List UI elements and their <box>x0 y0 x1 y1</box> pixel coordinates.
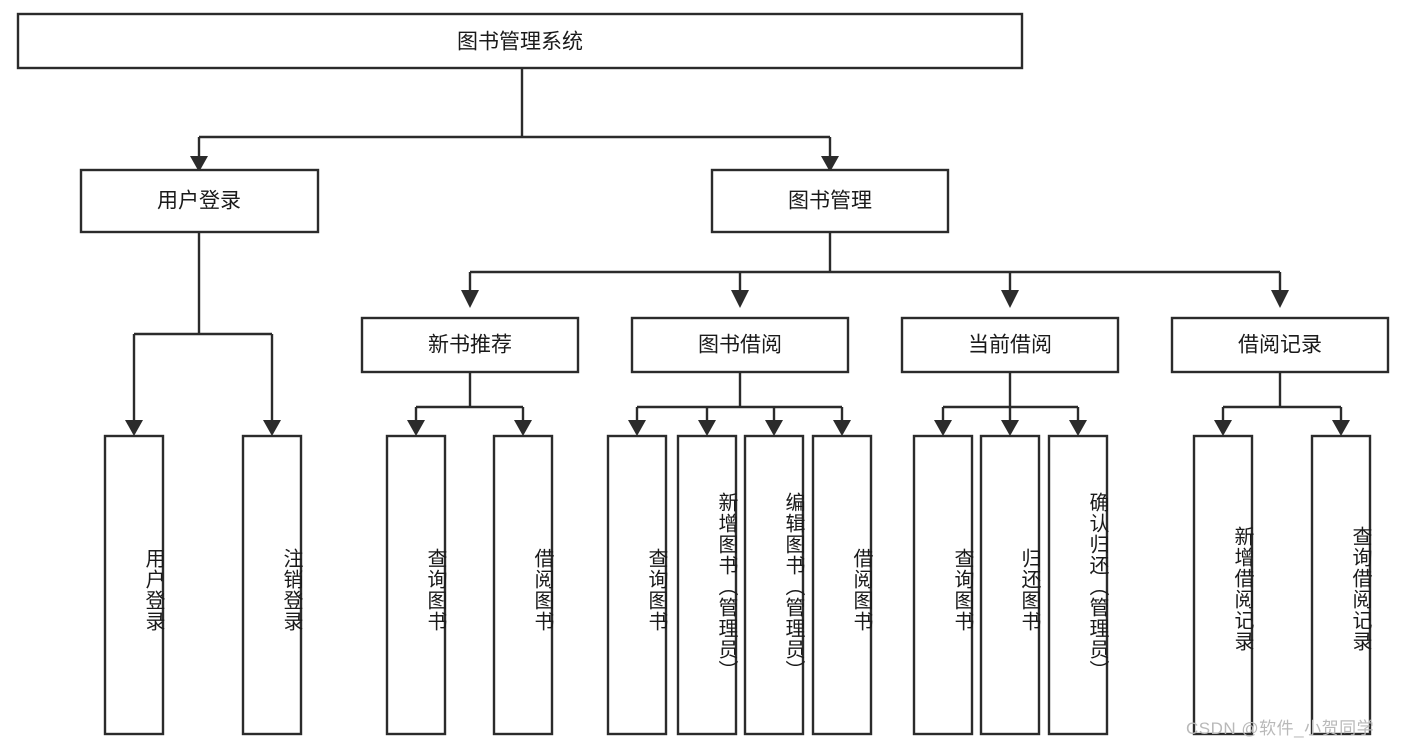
node-user-login-label: 用户登录 <box>157 190 241 213</box>
node-current-borrow-label: 当前借阅 <box>968 334 1052 357</box>
arrow-head-user-1 <box>125 420 143 436</box>
arrow-head-user-2 <box>263 420 281 436</box>
node-leaf-recommend-query-book[interactable] <box>385 434 447 736</box>
node-root[interactable] <box>16 12 1024 70</box>
node-user-login[interactable] <box>79 168 320 234</box>
node-book-management-label: 图书管理 <box>788 190 872 213</box>
node-leaf-recommend-borrow-book[interactable] <box>492 434 554 736</box>
arrow-head-record-2 <box>1332 420 1350 436</box>
node-leaf-record-add[interactable] <box>1192 434 1254 736</box>
node-root-label: 图书管理系统 <box>457 31 583 54</box>
arrow-head-current-2 <box>1001 420 1019 436</box>
watermark-text: CSDN @软件_小贺同学 <box>1186 719 1375 738</box>
node-leaf-current-confirm-return[interactable] <box>1047 434 1109 736</box>
arrow-head-borrow-4 <box>833 420 851 436</box>
connector-group <box>125 68 1350 436</box>
arrow-head-recommend-2 <box>514 420 532 436</box>
arrow-head-record-1 <box>1214 420 1232 436</box>
node-leaf-user-login[interactable] <box>103 434 165 736</box>
node-book-management[interactable] <box>710 168 950 234</box>
node-leaf-current-query-book[interactable] <box>912 434 974 736</box>
arrow-head-root-to-user <box>190 156 208 172</box>
node-new-book-recommend[interactable] <box>360 316 580 374</box>
node-current-borrow[interactable] <box>900 316 1120 374</box>
arrow-head-borrow-3 <box>765 420 783 436</box>
node-leaf-user-logout[interactable] <box>241 434 303 736</box>
arrow-head-book-3 <box>1001 290 1019 308</box>
node-leaf-borrow-add-book[interactable] <box>676 434 738 736</box>
arrow-head-borrow-1 <box>628 420 646 436</box>
node-new-book-recommend-label: 新书推荐 <box>428 334 512 357</box>
arrow-head-book-1 <box>461 290 479 308</box>
node-leaf-borrow-edit-book[interactable] <box>743 434 805 736</box>
node-leaf-record-query[interactable] <box>1310 434 1372 736</box>
arrow-head-book-2 <box>731 290 749 308</box>
node-book-borrow[interactable] <box>630 316 850 374</box>
node-leaf-borrow-borrow-book[interactable] <box>811 434 873 736</box>
node-borrow-record-label: 借阅记录 <box>1238 334 1322 357</box>
node-borrow-record[interactable] <box>1170 316 1390 374</box>
arrow-head-book-4 <box>1271 290 1289 308</box>
arrow-head-recommend-1 <box>407 420 425 436</box>
arrow-head-current-3 <box>1069 420 1087 436</box>
node-leaf-current-return-book[interactable] <box>979 434 1041 736</box>
node-leaf-borrow-query-book[interactable] <box>606 434 668 736</box>
node-book-borrow-label: 图书借阅 <box>698 334 782 357</box>
arrow-head-borrow-2 <box>698 420 716 436</box>
arrow-head-current-1 <box>934 420 952 436</box>
arrow-head-root-to-book <box>821 156 839 172</box>
